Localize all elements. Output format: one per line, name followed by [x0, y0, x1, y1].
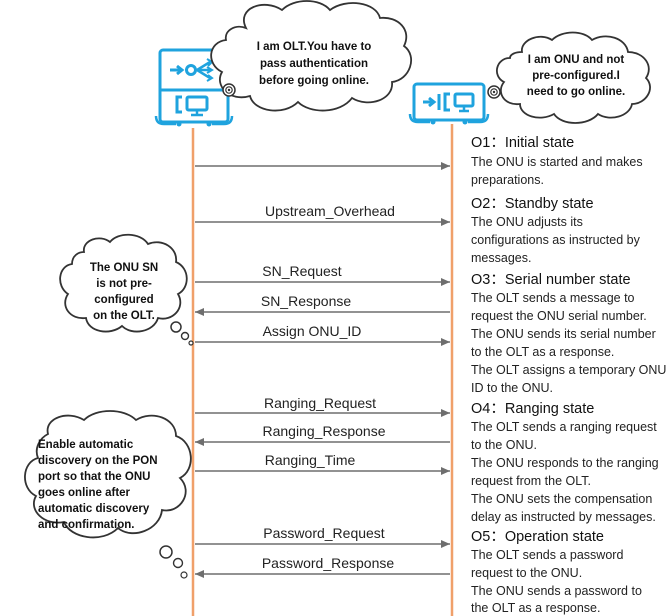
olt-cloud-line: pass authentication — [260, 58, 368, 70]
sn-cloud-line: is not pre- — [96, 278, 152, 290]
state-desc-line: to the OLT as a response. — [471, 345, 614, 359]
state-desc-line: request to the ONU. — [471, 566, 582, 580]
state-desc-line: ID to the ONU. — [471, 381, 553, 395]
state-desc-line: The OLT assigns a temporary ONU — [471, 363, 666, 377]
onu-device-icon — [408, 82, 490, 125]
sn-cloud-line: configured — [94, 294, 153, 306]
state-title: O4：Ranging state — [471, 401, 594, 417]
auto-discovery-thought-cloud: Enable automatic discovery on the PON po… — [24, 410, 192, 579]
state-o5: O5：Operation state The OLT sends a passw… — [471, 529, 642, 615]
message-label: SN_Request — [262, 263, 341, 279]
message-label: Password_Response — [262, 555, 395, 571]
state-desc-line: delay as instructed by messages. — [471, 510, 656, 524]
state-desc-line: The ONU responds to the ranging — [471, 456, 659, 470]
sn-cloud-line: The ONU SN — [90, 262, 158, 274]
state-desc-line: The OLT sends a message to — [471, 291, 635, 305]
state-title: O1：Initial state — [471, 135, 574, 151]
onu-cloud-line: need to go online. — [527, 86, 625, 98]
state-title: O2：Standby state — [471, 196, 594, 212]
auto-discovery-cloud-line: discovery on the PON — [38, 455, 158, 467]
state-desc-line: to the ONU. — [471, 438, 537, 452]
sn-thought-cloud: The ONU SN is not pre- configured on the… — [59, 233, 194, 346]
auto-discovery-cloud-line: automatic discovery — [38, 503, 150, 515]
message-label: Ranging_Response — [263, 423, 386, 439]
state-o4: O4：Ranging state The OLT sends a ranging… — [471, 401, 659, 524]
state-desc-line: The ONU sets the compensation — [471, 492, 652, 506]
state-desc-line: The ONU adjusts its — [471, 215, 583, 229]
state-o3: O3：Serial number state The OLT sends a m… — [471, 272, 666, 395]
auto-discovery-cloud-line: and confirmation. — [38, 519, 134, 531]
state-desc-line: configurations as instructed by — [471, 233, 641, 247]
auto-discovery-cloud-line: Enable automatic — [38, 439, 134, 451]
state-desc-line: The ONU sends a password to — [471, 584, 642, 598]
state-desc-line: The ONU sends its serial number — [471, 327, 656, 341]
message-label: Ranging_Time — [265, 452, 356, 468]
olt-cloud-line: before going online. — [259, 75, 369, 87]
state-desc-line: The OLT sends a password — [471, 548, 623, 562]
message-label: SN_Response — [261, 293, 351, 309]
state-desc-line: The OLT sends a ranging request — [471, 420, 657, 434]
state-desc-line: request the ONU serial number. — [471, 309, 647, 323]
olt-cloud-line: I am OLT.You have to — [257, 41, 372, 53]
sn-cloud-line: on the OLT. — [93, 310, 155, 322]
onu-cloud-line: I am ONU and not — [528, 54, 625, 66]
state-o2: O2：Standby state The ONU adjusts its con… — [471, 196, 641, 265]
message-arrows: Upstream_Overhead SN_Request SN_Response… — [195, 162, 450, 578]
state-desc-line: messages. — [471, 251, 531, 265]
state-o1: O1：Initial state The ONU is started and … — [471, 135, 643, 187]
state-title: O3：Serial number state — [471, 272, 631, 288]
auto-discovery-cloud-line: port so that the ONU — [38, 471, 150, 483]
onu-cloud-line: pre-configured.I — [532, 70, 620, 82]
state-desc-line: the OLT as a response. — [471, 601, 600, 615]
onu-speech-cloud: I am ONU and not pre-configured.I need t… — [487, 31, 651, 124]
state-desc-line: request from the OLT. — [471, 474, 591, 488]
olt-device-icon — [154, 48, 234, 127]
state-desc-line: preparations. — [471, 173, 544, 187]
message-label: Password_Request — [263, 525, 385, 541]
state-desc-line: The ONU is started and makes — [471, 155, 643, 169]
state-title: O5：Operation state — [471, 529, 604, 545]
olt-speech-cloud: I am OLT.You have to pass authentication… — [210, 0, 412, 112]
auto-discovery-cloud-line: goes online after — [38, 487, 131, 499]
message-label: Upstream_Overhead — [265, 203, 395, 219]
message-label: Assign ONU_ID — [263, 323, 362, 339]
message-label: Ranging_Request — [264, 395, 376, 411]
